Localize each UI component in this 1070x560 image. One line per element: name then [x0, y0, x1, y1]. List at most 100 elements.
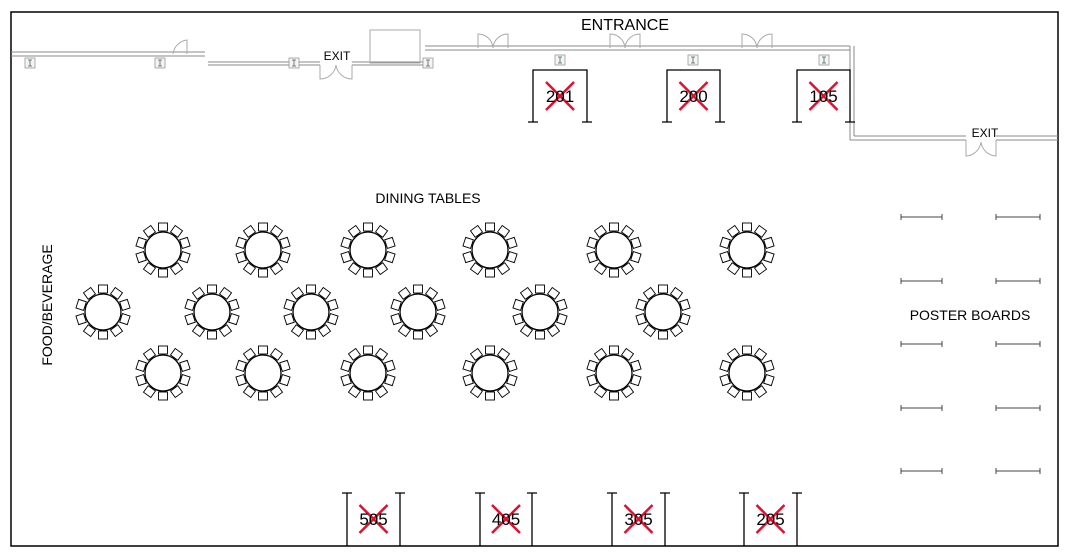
chair-icon [413, 284, 423, 294]
chair-icon [207, 284, 217, 294]
poster-board [900, 468, 943, 474]
chair-icon [158, 345, 168, 355]
chair-icon [347, 347, 362, 361]
chair-icon [269, 347, 284, 361]
chair-icon [228, 298, 240, 311]
chair-icon [679, 298, 691, 311]
chair-icon [279, 236, 291, 249]
chair-icon [179, 251, 191, 264]
chair-icon [593, 347, 608, 361]
chair-icon [469, 262, 484, 276]
chair-icon [269, 385, 284, 399]
round-table [144, 231, 182, 269]
dining-table [635, 284, 691, 340]
chair-icon [218, 286, 233, 300]
chair-icon [75, 298, 87, 311]
room-outline [10, 11, 1059, 547]
round-table [521, 293, 559, 331]
booth-200[interactable]: 200 [662, 69, 725, 123]
chair-icon [586, 359, 598, 372]
chair-icon [763, 251, 775, 264]
chair-icon [218, 324, 233, 338]
chair-icon [242, 224, 257, 238]
chair-icon [340, 359, 352, 372]
booked-cross-icon [808, 81, 839, 111]
chair-icon [98, 330, 108, 340]
chair-icon [546, 324, 561, 338]
chair-icon [179, 359, 191, 372]
booked-cross-icon [623, 504, 654, 534]
chair-icon [485, 268, 495, 278]
chair-icon [726, 385, 741, 399]
chair-icon [269, 224, 284, 238]
chair-icon [158, 391, 168, 401]
dining-table [283, 284, 339, 340]
dining-table [235, 222, 291, 278]
chair-icon [191, 324, 206, 338]
dining-table [462, 345, 518, 401]
chair-icon [327, 313, 339, 326]
chair-icon [535, 284, 545, 294]
round-table [244, 231, 282, 269]
chair-icon [742, 222, 752, 232]
dining-table [719, 345, 775, 401]
chair-icon [512, 313, 524, 326]
dining-table [719, 222, 775, 278]
chair-icon [135, 359, 147, 372]
chair-icon [546, 286, 561, 300]
chair-icon [462, 251, 474, 264]
chair-icon [235, 359, 247, 372]
chair-icon [235, 374, 247, 387]
chair-icon [642, 286, 657, 300]
chair-icon [179, 236, 191, 249]
round-table [244, 354, 282, 392]
chair-icon [169, 385, 184, 399]
booth-405[interactable]: 405 [475, 492, 537, 546]
chair-icon [496, 347, 511, 361]
chair-icon [726, 224, 741, 238]
chair-icon [363, 345, 373, 355]
chair-icon [374, 385, 389, 399]
booth-305[interactable]: 305 [607, 492, 670, 546]
round-table [595, 231, 633, 269]
booth-505[interactable]: 505 [342, 492, 405, 546]
booth-201[interactable]: 201 [528, 69, 592, 123]
dining-table [184, 284, 240, 340]
chair-icon [283, 313, 295, 326]
chair-icon [719, 236, 731, 249]
chair-icon [290, 286, 305, 300]
chair-icon [753, 224, 768, 238]
dining-table [512, 284, 568, 340]
chair-icon [207, 330, 217, 340]
chair-icon [753, 347, 768, 361]
chair-icon [609, 268, 619, 278]
chair-icon [506, 359, 518, 372]
round-table [471, 231, 509, 269]
booked-cross-icon [755, 504, 786, 534]
chair-icon [620, 385, 635, 399]
chair-icon [142, 385, 157, 399]
chair-icon [142, 347, 157, 361]
dining-table [586, 345, 642, 401]
booth-number: 505 [359, 510, 387, 529]
round-table [349, 231, 387, 269]
chair-icon [609, 345, 619, 355]
exit-label-top: EXIT [324, 49, 351, 63]
booth-205[interactable]: 205 [739, 492, 802, 546]
chair-icon [135, 374, 147, 387]
chair-icon [279, 359, 291, 372]
chair-icon [519, 286, 534, 300]
chair-icon [434, 298, 446, 311]
chair-icon [347, 224, 362, 238]
chair-icon [469, 347, 484, 361]
chair-icon [434, 313, 446, 326]
chair-icon [317, 324, 332, 338]
poster-board [995, 405, 1041, 411]
chair-icon [109, 324, 124, 338]
power-outlet-icon [24, 57, 36, 69]
chair-icon [384, 236, 396, 249]
booth-105[interactable]: 105 [792, 69, 855, 123]
booth-number: 405 [492, 510, 520, 529]
chair-icon [290, 324, 305, 338]
chair-icon [82, 324, 97, 338]
